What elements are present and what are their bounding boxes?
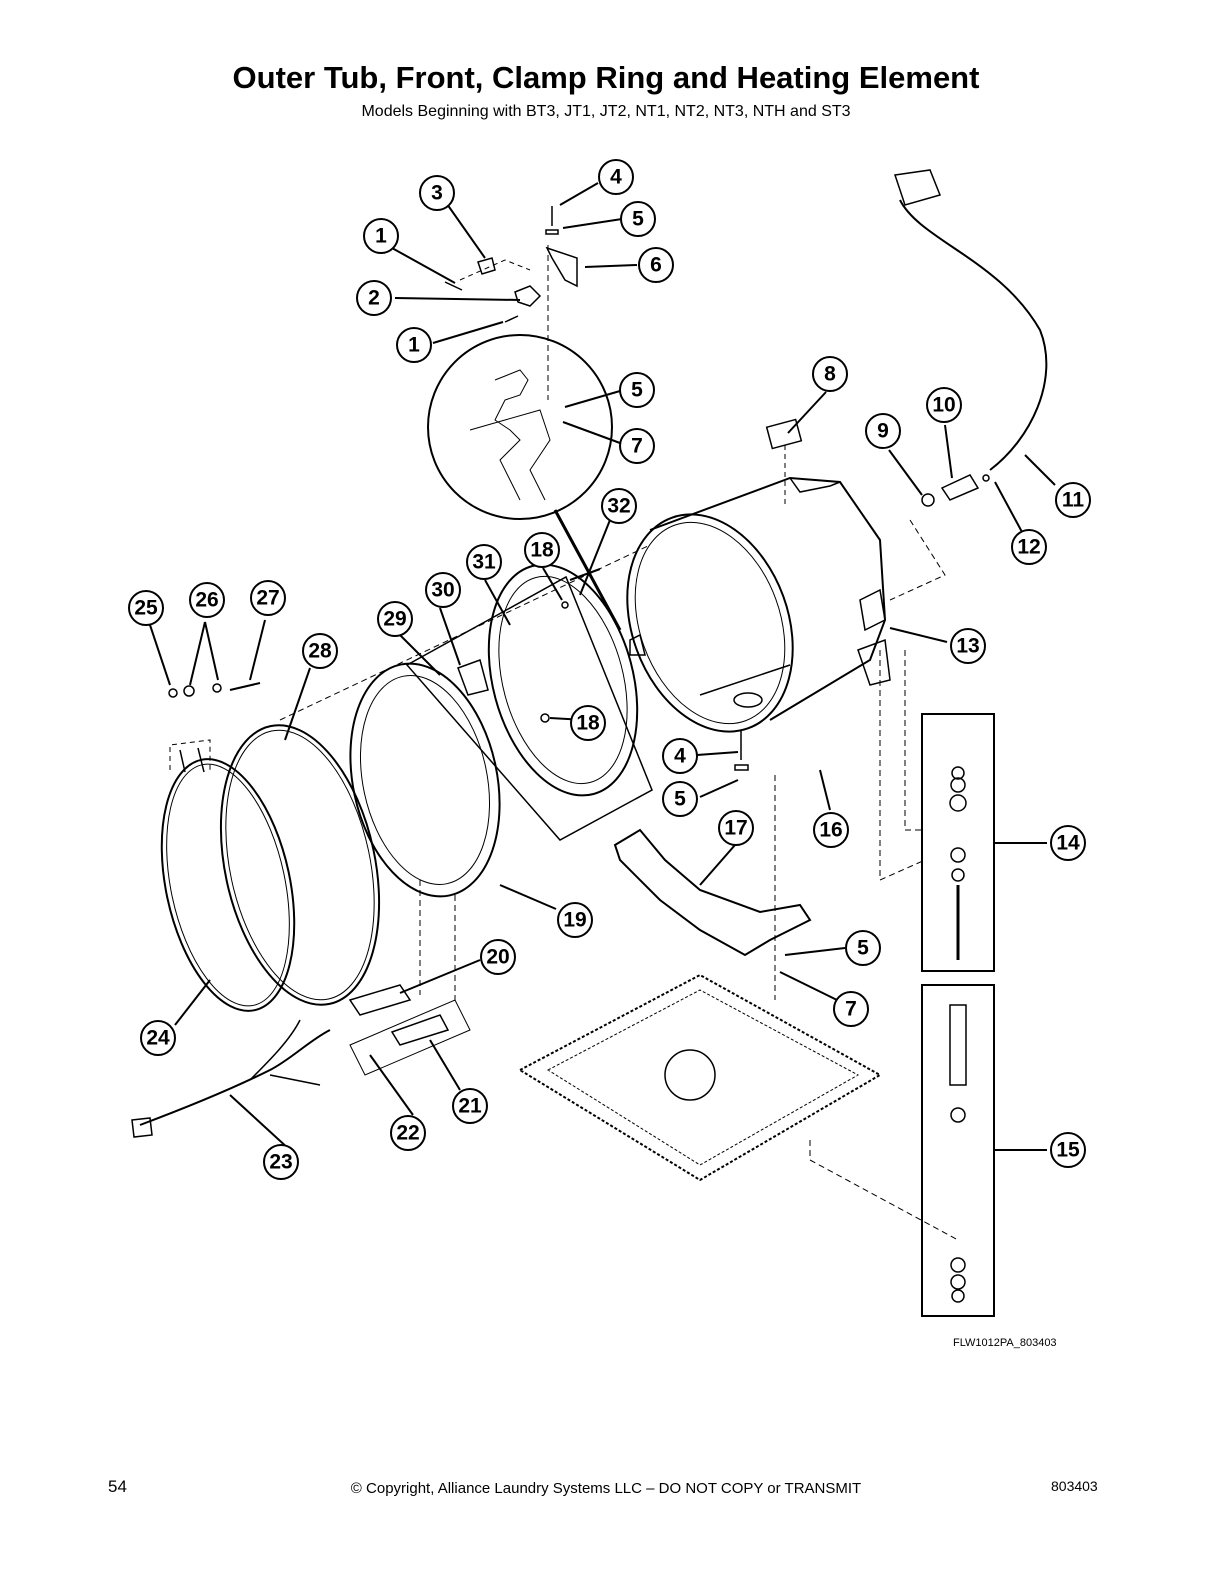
- callout-1a: 1: [375, 225, 387, 248]
- callout-31: 31: [472, 551, 496, 574]
- callout-19: 19: [563, 909, 586, 932]
- callout-5d: 5: [857, 937, 869, 960]
- page-title: Outer Tub, Front, Clamp Ring and Heating…: [232, 60, 980, 95]
- callout-8: 8: [824, 363, 836, 386]
- support-base-drawing: [517, 730, 883, 1182]
- leader-lines: [149, 182, 1056, 1151]
- callout-13: 13: [956, 635, 979, 658]
- callout-4b: 4: [674, 745, 686, 768]
- callout-22: 22: [396, 1122, 419, 1145]
- callout-7b: 7: [845, 998, 857, 1021]
- callout-32: 32: [607, 495, 630, 518]
- callout-14: 14: [1056, 832, 1080, 855]
- top-bracket-drawing: [444, 206, 578, 323]
- callout-18b: 18: [576, 712, 600, 735]
- callout-5b: 5: [631, 379, 643, 402]
- drawing-code: FLW1012PA_803403: [953, 1337, 1057, 1349]
- callout-29: 29: [383, 608, 406, 631]
- callout-28: 28: [308, 640, 332, 663]
- callout-21: 21: [458, 1095, 482, 1118]
- outer-tub-drawing: [626, 418, 891, 733]
- callout-23: 23: [269, 1151, 292, 1174]
- callout-6: 6: [650, 254, 662, 277]
- page-subtitle: Models Beginning with BT3, JT1, JT2, NT1…: [361, 103, 851, 120]
- callout-3: 3: [431, 182, 443, 205]
- callout-27: 27: [256, 587, 279, 610]
- callout-1b: 1: [408, 334, 420, 357]
- callout-7a: 7: [631, 435, 643, 458]
- document-number: 803403: [1051, 1478, 1098, 1494]
- callout-17: 17: [724, 817, 747, 840]
- callout-circles: [128, 159, 1091, 1180]
- callout-10: 10: [932, 394, 955, 417]
- callout-15: 15: [1056, 1139, 1080, 1162]
- pressure-hose-drawing: [889, 169, 1048, 601]
- callout-26: 26: [195, 589, 218, 612]
- shock-absorber-panels: [809, 650, 995, 1317]
- callout-5c: 5: [674, 788, 686, 811]
- callout-2: 2: [368, 287, 380, 310]
- callout-25: 25: [134, 597, 158, 620]
- callout-18a: 18: [530, 539, 554, 562]
- heating-element-drawing: [131, 880, 471, 1138]
- copyright-notice: © Copyright, Alliance Laundry Systems LL…: [350, 1480, 862, 1497]
- callout-9: 9: [877, 420, 889, 443]
- callout-5a: 5: [632, 208, 644, 231]
- callout-16: 16: [819, 819, 842, 842]
- callout-30: 30: [431, 579, 454, 602]
- callout-24: 24: [146, 1027, 170, 1050]
- front-panel-drawing: [405, 563, 653, 841]
- callout-20: 20: [486, 946, 509, 969]
- callout-11: 11: [1062, 489, 1085, 512]
- page-number: 54: [108, 1477, 127, 1496]
- callout-4a: 4: [610, 166, 622, 189]
- callout-12: 12: [1017, 536, 1040, 559]
